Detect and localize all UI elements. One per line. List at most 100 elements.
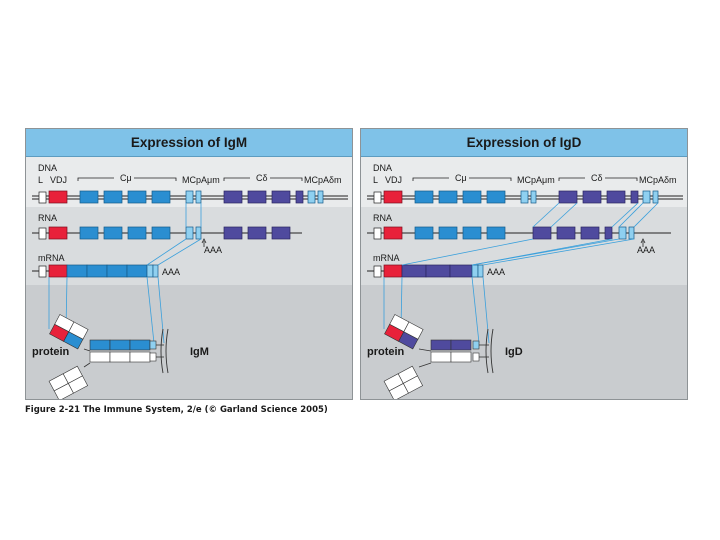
c-mu-exon <box>486 226 506 240</box>
dna-rna-connectors <box>185 203 202 227</box>
vdj-exon <box>48 190 68 204</box>
mu-membrane-exon <box>152 264 159 278</box>
delta-membrane-exon <box>307 190 316 204</box>
igm-diagram: DNA L VDJ Cμ MCpAμm Cδ MCpAδm <box>32 163 348 399</box>
membrane <box>485 328 489 374</box>
c-delta-exon <box>247 190 267 204</box>
vdj-exon <box>48 226 68 240</box>
c-mu-exon <box>126 264 148 278</box>
c-mu-exon <box>151 226 171 240</box>
rna-label: RNA <box>38 213 57 223</box>
dna-label: DNA <box>373 163 392 173</box>
vdj-exon <box>48 264 68 278</box>
membrane <box>165 328 169 374</box>
poly-a-arrowhead <box>640 238 646 244</box>
protein-label: protein <box>367 346 405 358</box>
delta-membrane-exon <box>628 226 635 240</box>
c-delta-exon <box>223 226 243 240</box>
c-delta-exon <box>425 264 451 278</box>
mu-membrane-exon <box>146 264 154 278</box>
c-delta-label: Cδ <box>256 173 268 183</box>
delta-membrane-exon <box>471 264 479 278</box>
c-delta-exon <box>630 190 639 204</box>
vdj-exon <box>383 264 403 278</box>
membrane <box>160 328 164 374</box>
aaa-mrna-label: AAA <box>487 267 505 277</box>
c-mu-exon <box>79 190 99 204</box>
dna-rna-connectors <box>532 202 659 228</box>
c-delta-exon <box>558 190 578 204</box>
mu-membrane-exon <box>185 190 194 204</box>
panel-title: Expression of IgM <box>26 129 352 157</box>
mc-pa-delta-m-label: MCpAδm <box>304 175 342 185</box>
c-delta-exon <box>223 190 243 204</box>
mu-membrane-exon <box>520 190 529 204</box>
c-delta-bracket <box>558 177 638 181</box>
membrane <box>490 328 494 374</box>
c-mu-exon <box>106 264 128 278</box>
delta-membrane-exon <box>652 190 659 204</box>
delta-membrane-exon <box>642 190 651 204</box>
c-mu-label: Cμ <box>120 173 132 183</box>
leader-label: L <box>373 175 378 185</box>
delta-membrane-exon <box>317 190 324 204</box>
vdj-label: VDJ <box>385 175 402 185</box>
mrna-strand <box>32 264 159 278</box>
mc-pa-mu-m-label: MCpAμm <box>182 175 220 185</box>
igm-label: IgM <box>190 346 209 358</box>
igd-antibody <box>383 314 494 399</box>
mrna-label: mRNA <box>373 253 400 263</box>
poly-a-arrowhead <box>201 238 207 244</box>
leader-exon <box>38 227 47 240</box>
aaa-label: AAA <box>204 245 222 255</box>
mu-membrane-exon <box>530 190 537 204</box>
mrna-strand <box>367 264 484 278</box>
c-delta-exon <box>606 190 626 204</box>
mu-membrane-exon <box>195 226 202 240</box>
c-delta-exon <box>271 190 291 204</box>
c-mu-exon <box>127 226 147 240</box>
c-delta-exon <box>401 264 427 278</box>
leader-exon <box>38 265 47 278</box>
c-mu-bracket <box>77 177 177 181</box>
c-mu-exon <box>462 226 482 240</box>
leader-label: L <box>38 175 43 185</box>
panel-title: Expression of IgD <box>361 129 687 157</box>
vdj-exon <box>383 190 403 204</box>
c-delta-exon <box>247 226 267 240</box>
mrna-label: mRNA <box>38 253 65 263</box>
vdj-label: VDJ <box>50 175 67 185</box>
vdj-exon <box>383 226 403 240</box>
igm-antibody <box>48 314 169 399</box>
c-mu-exon <box>79 226 99 240</box>
c-mu-exon <box>414 190 434 204</box>
leader-exon <box>373 227 382 240</box>
leader-exon <box>38 191 47 204</box>
mu-membrane-exon <box>185 226 194 240</box>
delta-membrane-exon <box>477 264 484 278</box>
c-delta-exon <box>532 226 552 240</box>
mu-membrane-exon <box>195 190 202 204</box>
rna-label: RNA <box>373 213 392 223</box>
rna-mrna-connectors <box>146 238 202 266</box>
dna-strand <box>32 190 348 204</box>
c-mu-exon <box>151 190 171 204</box>
mc-pa-mu-m-label: MCpAμm <box>517 175 555 185</box>
c-delta-exon <box>556 226 576 240</box>
dna-label: DNA <box>38 163 57 173</box>
aaa-label: AAA <box>637 245 655 255</box>
leader-exon <box>373 191 382 204</box>
mc-pa-delta-m-label: MCpAδm <box>639 175 677 185</box>
c-mu-exon <box>86 264 108 278</box>
rna-mrna-connectors <box>401 238 635 266</box>
c-mu-exon <box>462 190 482 204</box>
c-delta-exon <box>449 264 473 278</box>
igd-diagram: DNA L VDJ Cμ MCpAμm Cδ MCpAδm <box>367 163 683 399</box>
rna-strand <box>32 226 302 247</box>
c-mu-exon <box>414 226 434 240</box>
igd-label: IgD <box>505 346 523 358</box>
c-delta-exon <box>580 226 600 240</box>
c-mu-label: Cμ <box>455 173 467 183</box>
c-delta-bracket <box>223 177 303 181</box>
c-delta-exon <box>271 226 291 240</box>
